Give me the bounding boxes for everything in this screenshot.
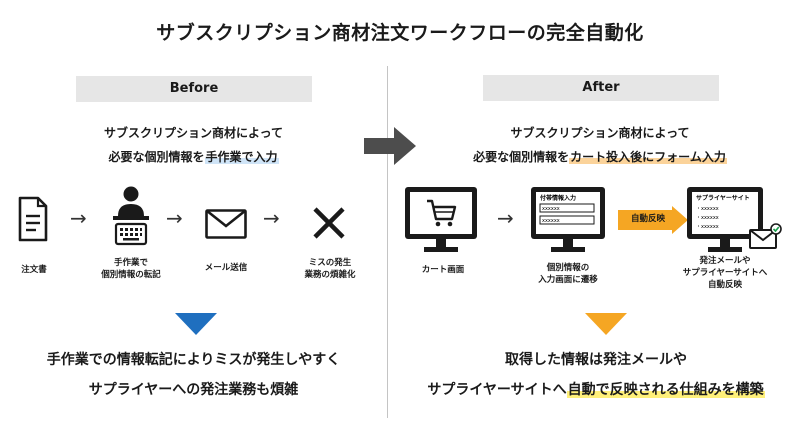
after-intro-highlight: カート投入後にフォーム入力 (569, 150, 727, 164)
close-x-icon (313, 207, 345, 239)
before-arrow-1: → (70, 206, 87, 230)
form-title-text: 付帯情報入力 (540, 194, 576, 202)
before-intro-highlight: 手作業で入力 (204, 150, 279, 164)
person-keyboard-icon (113, 186, 149, 246)
before-intro-line2: 必要な個別情報を手作業で入力 (0, 145, 387, 169)
form-field-1-text: xxxxxx (542, 206, 560, 212)
before-step-label-4: ミスの発生 業務の煩雑化 (304, 258, 356, 280)
form-field-2-text: xxxxxx (542, 218, 560, 224)
after-intro-line2: 必要な個別情報をカート投入後にフォーム入力 (400, 145, 800, 169)
before-step-label-2: 手作業で 個別情報の転記 (101, 258, 161, 280)
section-divider (387, 66, 388, 418)
supplier-item-1-text: ・xxxxxx (696, 206, 719, 212)
before-step-label-1: 注文書 (21, 265, 47, 275)
after-arrow-1: → (497, 206, 514, 230)
before-intro-line1: サブスクリプション商材によって (103, 126, 284, 140)
cart-monitor-icon (405, 187, 477, 252)
mail-check-icon (749, 223, 782, 249)
auto-reflect-label: 自動反映 (630, 214, 665, 224)
after-step-label-3: 発注メールや サプライヤーサイトへ 自動反映 (682, 256, 768, 290)
after-intro: サブスクリプション商材によって 必要な個別情報をカート投入後にフォーム入力 (400, 121, 800, 169)
before-step-label-3: メール送信 (204, 263, 248, 273)
before-intro: サブスクリプション商材によって 必要な個別情報を手作業で入力 (0, 121, 387, 169)
before-conclusion-line2: サプライヤーへの発注業務も煩雑 (88, 382, 299, 398)
auto-reflect-arrow (618, 206, 688, 234)
before-arrow-2: → (166, 206, 183, 230)
after-intro-line2-pre: 必要な個別情報を (473, 150, 570, 164)
after-step-label-1: カート画面 (421, 265, 465, 275)
after-intro-line1: サブスクリプション商材によって (510, 126, 690, 140)
after-header: After (483, 75, 719, 101)
supplier-item-2-text: ・xxxxxx (696, 215, 719, 221)
envelope-icon (205, 209, 247, 239)
after-conclusion-highlight: 自動で反映される仕組みを構築 (566, 382, 765, 398)
before-intro-line2-pre: 必要な個別情報を (108, 150, 205, 164)
after-down-triangle (585, 313, 627, 335)
after-step-label-2: 個別情報の 入力画面に遷移 (538, 263, 598, 285)
before-down-triangle (175, 313, 217, 335)
after-conclusion-line1: 取得した情報は発注メールや (505, 352, 687, 368)
document-icon (18, 196, 48, 242)
supplier-title-text: サプライヤーサイト (696, 194, 750, 202)
after-conclusion: 取得した情報は発注メールや サプライヤーサイトへ自動で反映される仕組みを構築 (392, 345, 800, 405)
center-arrow-icon (364, 127, 416, 165)
form-monitor-icon: 付帯情報入力 xxxxxx xxxxxx (531, 187, 605, 252)
cart-icon (427, 199, 457, 227)
supplier-item-3-text: ・xxxxxx (696, 224, 719, 230)
supplier-monitor-icon: サプライヤーサイト ・xxxxxx ・xxxxxx ・xxxxxx (687, 187, 782, 252)
before-conclusion: 手作業での情報転記によりミスが発生しやすく サプライヤーへの発注業務も煩雑 (0, 345, 387, 405)
after-conclusion-line2: サプライヤーサイトへ自動で反映される仕組みを構築 (392, 375, 800, 405)
page-title: サブスクリプション商材注文ワークフローの完全自動化 (156, 22, 644, 44)
before-arrow-3: → (263, 206, 280, 230)
before-conclusion-line1: 手作業での情報転記によりミスが発生しやすく (46, 352, 341, 368)
after-conclusion-line2-pre: サプライヤーサイトへ (427, 382, 567, 398)
before-header: Before (76, 76, 312, 102)
